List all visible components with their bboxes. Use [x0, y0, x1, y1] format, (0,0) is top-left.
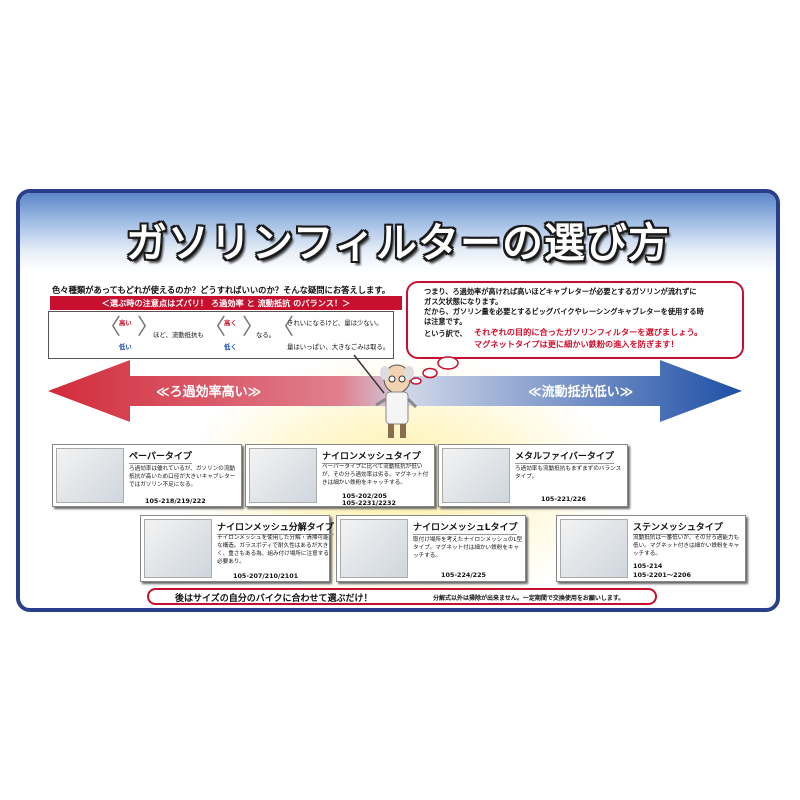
card-number: 105-218/219/222 — [145, 497, 206, 505]
product-photo — [340, 519, 408, 578]
card-title: ナイロンメッシュLタイプ — [413, 520, 518, 535]
product-photo — [442, 448, 510, 503]
card-number: 105-207/210/2101 — [233, 572, 299, 580]
scale-low: 低い — [119, 343, 132, 351]
card-desc: 取付け場所を考えたナイロンメッシュのL型タイプ。マグネット付は細かい鉄粉をキャッ… — [413, 537, 523, 560]
bracket-icon: 〉 — [137, 315, 160, 340]
card-nylon-mesh-l: ナイロンメッシュLタイプ 取付け場所を考えたナイロンメッシュのL型タイプ。マグネ… — [336, 515, 526, 582]
bottom-note-text: 分解式以外は掃除が出来ません。一定期間で交換使用をお願いします。 — [433, 595, 625, 602]
card-desc: ろ過効率も流動抵抗もまずまずのバランスタイプ。 — [515, 466, 622, 481]
product-photo — [560, 519, 628, 578]
scale-result-low: 量はいっぱい、大きなごみは取る。 — [287, 343, 390, 351]
card-nylon-mesh-disassembly: ナイロンメッシュ分解タイプ ナイロンメッシュを使用した分解・清掃可能な構造。ガラ… — [140, 515, 334, 582]
arrow-label-right: ≪流動抵抗低い≫ — [528, 385, 634, 400]
card-number: 105-214 — [633, 562, 663, 570]
card-title: ナイロンメッシュ分解タイプ — [217, 520, 334, 535]
card-number-2: 105-2231/2232 — [342, 499, 396, 507]
bracket-icon: 〈 — [272, 315, 295, 340]
bubble-line3: だから、ガソリン量を必要とするビッグバイクやレーシングキャブレターを使用する時 — [424, 307, 704, 316]
product-photo — [144, 519, 212, 578]
scale-low2: 低く — [224, 343, 237, 351]
card-title: ナイロンメッシュタイプ — [322, 449, 421, 464]
bottom-main-text: 後はサイズの自分のバイクに合わせて選ぶだけ！ — [175, 594, 373, 604]
scale-box: 〈 高い 低い 〉 ほど、流動抵抗も 〈 高く 低く 〉 なる。 〈 きれいにな… — [48, 311, 394, 359]
bracket-icon: 〉 — [242, 315, 265, 340]
scale-high: 高い — [119, 319, 132, 327]
cloud-tail-icon — [410, 356, 459, 385]
card-title: ステンメッシュタイプ — [633, 520, 723, 535]
bubble-line4: は注意です。 — [424, 317, 467, 326]
scale-mid1: ほど、流動抵抗も — [153, 331, 204, 339]
card-desc: ろ過効率は優れているが、ガソリンの流動抵抗が高いため口径が大きいキャブレターでは… — [129, 466, 236, 489]
scale-mid2: なる。 — [256, 331, 276, 339]
card-desc: ペーパータイプに比べて流動抵抗が低いが、その分ろ過効率は劣る。マグネット付きは細… — [322, 464, 429, 487]
bubble-goal2: マグネットタイプは更に細かい鉄粉の進入を防ぎます！ — [474, 339, 679, 349]
card-paper: ペーパータイプ ろ過効率は優れているが、ガソリンの流動抵抗が高いため口径が大きい… — [52, 444, 242, 507]
title-banner — [20, 193, 776, 271]
bubble-goal1: それぞれの目的に合ったガソリンフィルターを選びましょう。 — [474, 327, 703, 337]
card-stainless-mesh: ステンメッシュタイプ 流動抵抗は一番低いが、その分ろ過能力も低い。マグネット付き… — [556, 515, 746, 582]
product-photo — [56, 448, 124, 503]
bracket-icon: 〈 — [204, 315, 227, 340]
card-nylon-mesh: ナイロンメッシュタイプ ペーパータイプに比べて流動抵抗が低いが、その分ろ過効率は… — [245, 444, 435, 507]
product-photo — [249, 448, 317, 503]
arrow-label-left: ≪ろ過効率高い≫ — [156, 385, 262, 400]
page-title: ガソリンフィルターの選び方 — [126, 219, 670, 267]
scale-result-high: きれいになるけど、量は少ない。 — [287, 319, 383, 327]
bubble-line5: という訳で、 — [424, 329, 467, 338]
card-desc: 流動抵抗は一番低いが、その分ろ過能力も低い。マグネット付きは細かい鉄粉をキャッチ… — [633, 535, 740, 558]
professor-mascot-icon — [353, 354, 418, 438]
speech-bubble: つまり、ろ過効率が高ければ高いほどキャブレターが必要とするガソリンが流れずに ガ… — [406, 281, 744, 359]
card-number: 105-221/226 — [541, 495, 587, 503]
notice-bar: ＜選ぶ時の注意点はズバリ！ ろ過効率 と 流動抵抗 のバランス！＞ — [50, 296, 402, 310]
bracket-icon: 〈 — [99, 315, 122, 340]
card-number: 105-224/225 — [441, 571, 487, 579]
filter-guide-panel: ガソリンフィルターの選び方 色々種類があってもどれが使えるのか？どうすればいいの… — [16, 189, 780, 612]
card-number: 105-202/205 — [342, 492, 388, 500]
card-title: ペーパータイプ — [129, 449, 192, 464]
card-metal-fiber: メタルファイバータイプ ろ過効率も流動抵抗もまずまずのバランスタイプ。 105-… — [438, 444, 628, 507]
card-desc: ナイロンメッシュを使用した分解・清掃可能な構造。ガラスボディで耐久性はあるが大き… — [217, 535, 329, 566]
scale-high2: 高く — [224, 319, 237, 327]
card-number-2: 105-2201～2206 — [633, 571, 691, 579]
card-title: メタルファイバータイプ — [515, 449, 614, 464]
intro-text: 色々種類があってもどれが使えるのか？どうすればいいのか？そんな疑問にお答えします… — [52, 285, 391, 295]
bubble-line1: つまり、ろ過効率が高ければ高いほどキャブレターが必要とするガソリンが流れずに — [424, 287, 697, 296]
bubble-line2: ガス欠状態になります。 — [424, 297, 503, 306]
bottom-banner: 後はサイズの自分のバイクに合わせて選ぶだけ！ 分解式以外は掃除が出来ません。一定… — [147, 588, 657, 605]
decor-svg — [48, 354, 742, 438]
